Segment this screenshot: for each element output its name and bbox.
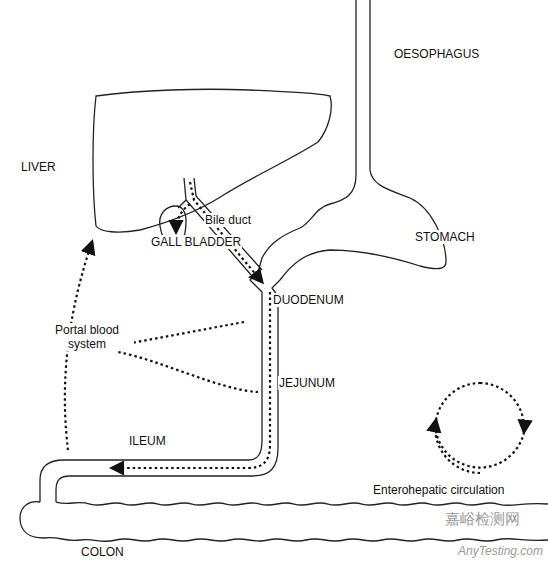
legend-caption: Enterohepatic circulation: [372, 483, 505, 497]
circulation-symbol: [436, 432, 524, 468]
portal-flow: [126, 322, 244, 344]
part-label: OESOPHAGUS: [393, 47, 480, 61]
part-label: COLON: [80, 545, 125, 559]
part-label: Bile duct: [204, 213, 252, 227]
part-label: STOMACH: [414, 230, 476, 244]
part-label: DUODENUM: [272, 293, 345, 307]
stomach-outline: [258, 0, 356, 272]
bile-flow: [176, 204, 190, 232]
colon-outline: [20, 502, 548, 542]
portal-flow: [118, 352, 258, 392]
cystic-duct: [178, 200, 186, 208]
watermark: AnyTesting.com: [457, 544, 544, 558]
circulation-symbol: [435, 420, 480, 473]
bile-duct: [184, 178, 252, 276]
part-label: GALL BLADDER: [150, 235, 242, 249]
intestine-outline: [56, 280, 280, 502]
colon-outline: [56, 502, 548, 505]
part-label: JEJUNUM: [278, 376, 336, 390]
bile-flow: [190, 182, 262, 282]
liver-outline: [93, 89, 331, 232]
part-label: LIVER: [20, 160, 57, 174]
part-label: ILEUM: [128, 434, 167, 448]
circulation-symbol: [480, 383, 524, 432]
circulation-symbol: [436, 383, 480, 420]
intestinal-flow: [112, 292, 270, 468]
bile-duct: [194, 178, 262, 270]
system-label: Portal blood system: [40, 323, 134, 351]
watermark: 嘉峪检测网: [444, 512, 521, 526]
